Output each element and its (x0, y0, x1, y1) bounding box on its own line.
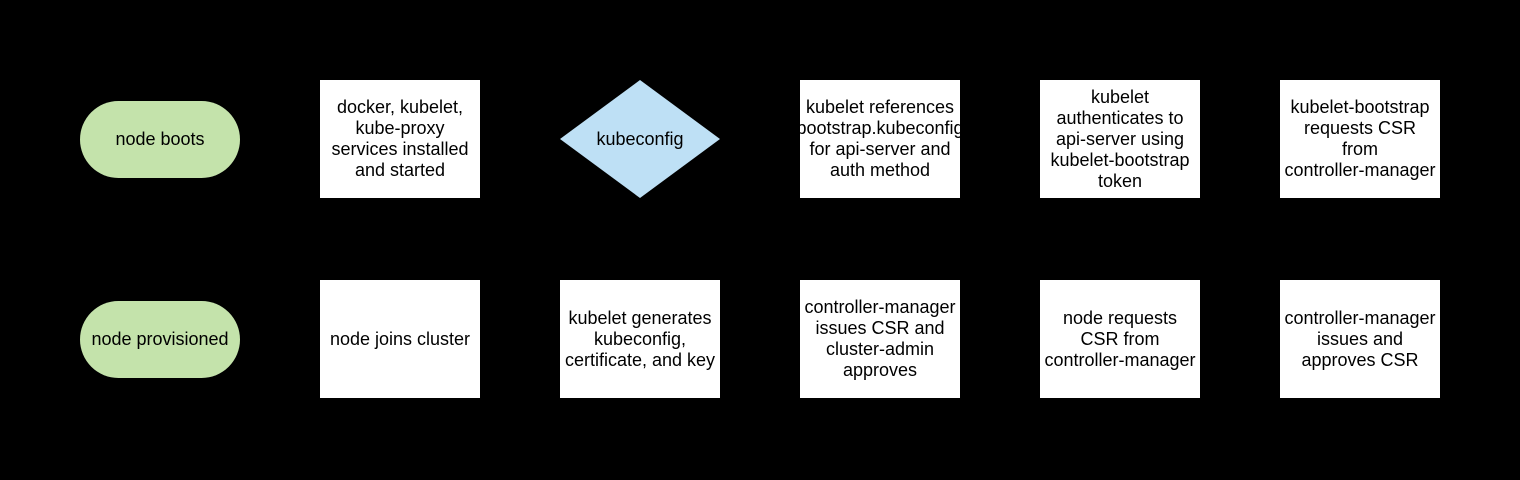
terminal-node-boots: node boots (80, 101, 240, 178)
node-label: kubelet references bootstrap.kubeconfig … (796, 97, 964, 180)
process-node-joins-cluster: node joins cluster (320, 280, 480, 398)
process-kubelet-authenticates: kubelet authenticates to api-server usin… (1040, 80, 1200, 198)
process-cm-issues-csr-admin-approves: controller-manager issues CSR and cluste… (800, 280, 960, 398)
node-label: controller-manager issues CSR and cluste… (804, 297, 956, 380)
node-label: kubeconfig (596, 128, 684, 149)
process-services-installed: docker, kubelet, kube-proxy services ins… (320, 80, 480, 198)
node-label: kubelet generates kubeconfig, certificat… (564, 307, 716, 370)
process-node-requests-csr: node requests CSR from controller-manage… (1040, 280, 1200, 398)
process-kubelet-generates-kubeconfig: kubelet generates kubeconfig, certificat… (560, 280, 720, 398)
node-label: docker, kubelet, kube-proxy services ins… (331, 97, 469, 180)
node-label: node joins cluster (329, 328, 471, 349)
node-label: kubelet authenticates to api-server usin… (1050, 86, 1190, 191)
node-label: controller-manager issues and approves C… (1284, 307, 1436, 370)
node-label: kubelet-bootstrap requests CSR from cont… (1284, 97, 1436, 180)
node-label: node provisioned (91, 329, 229, 349)
process-cm-issues-and-approves-csr: controller-manager issues and approves C… (1280, 280, 1440, 398)
decision-kubeconfig: kubeconfig (560, 80, 720, 198)
terminal-node-provisioned: node provisioned (80, 301, 240, 378)
process-references-bootstrap-kubeconfig: kubelet references bootstrap.kubeconfig … (796, 80, 964, 198)
process-kubelet-bootstrap-requests-csr: kubelet-bootstrap requests CSR from cont… (1280, 80, 1440, 198)
node-label: node requests CSR from controller-manage… (1044, 307, 1196, 370)
node-label: node boots (115, 129, 205, 149)
